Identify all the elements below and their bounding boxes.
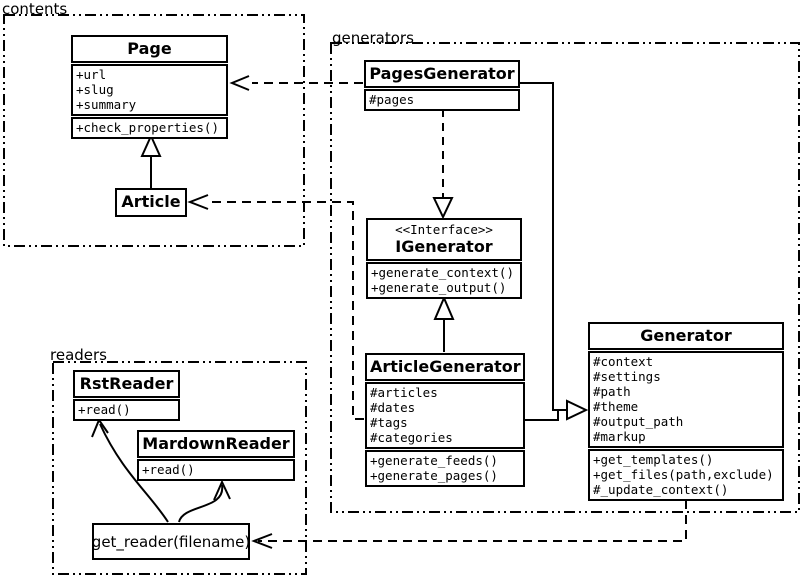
- class-igenerator-header: <<Interface>> IGenerator: [366, 218, 522, 261]
- class-pagesgenerator-title: PagesGenerator: [364, 60, 520, 88]
- class-page-methods: +check_properties(): [71, 117, 228, 139]
- class-attribute: #markup: [593, 429, 646, 444]
- class-method: +generate_pages(): [370, 468, 498, 483]
- dependency-generator-to-getreader-line: [258, 500, 687, 542]
- class-method: +check_properties(): [76, 120, 219, 135]
- package-frame-generators: [330, 42, 800, 513]
- realization-pagesgenerator-to-igenerator-triangle-icon: [432, 197, 454, 220]
- class-generator: Generator #context #settings #path #them…: [588, 322, 784, 501]
- class-page: Page +url +slug +summary +check_properti…: [71, 35, 228, 139]
- package-frame-readers: [52, 361, 307, 575]
- association-getreader-to-rstreader-line: [99, 423, 169, 523]
- inheritance-article-to-page-triangle-icon: [140, 133, 162, 157]
- class-mardownreader: MardownReader +read(): [137, 430, 295, 481]
- class-igenerator-stereotype: <<Interface>>: [395, 222, 493, 237]
- class-attribute: #categories: [370, 430, 453, 445]
- class-pagesgenerator-attributes: #pages: [364, 89, 520, 111]
- class-method: +read(): [142, 462, 195, 477]
- class-method: +generate_output(): [371, 280, 507, 295]
- class-rstreader-methods: +read(): [73, 399, 180, 421]
- package-label-readers: readers: [50, 346, 107, 364]
- function-box-get-reader: get_reader(filename): [92, 523, 250, 560]
- class-attribute: #path: [593, 384, 631, 399]
- dependency-articlegenerator-to-article-arrow-icon: [187, 194, 209, 210]
- inheritance-to-generator-triangle-icon: [566, 399, 589, 421]
- class-attribute: #articles: [370, 385, 438, 400]
- class-generator-title: Generator: [588, 322, 784, 350]
- class-attribute: #output_path: [593, 414, 684, 429]
- class-method: #_update_context(): [593, 482, 729, 497]
- class-mardownreader-title: MardownReader: [137, 430, 295, 458]
- class-igenerator-title: IGenerator: [395, 237, 493, 256]
- inheritance-articlegenerator-to-generator-line: [524, 410, 559, 421]
- class-mardownreader-methods: +read(): [137, 459, 295, 481]
- class-attribute: #settings: [593, 369, 661, 384]
- association-getreader-to-mardownreader-arrow-icon: [213, 479, 231, 501]
- class-article-title: Article: [115, 188, 187, 217]
- class-articlegenerator-attributes: #articles #dates #tags #categories: [365, 382, 525, 449]
- class-pagesgenerator: PagesGenerator #pages: [364, 60, 520, 111]
- class-attribute: #pages: [369, 92, 415, 107]
- class-attribute: +slug: [76, 82, 114, 97]
- class-generator-methods: +get_templates() +get_files(path,exclude…: [588, 449, 784, 501]
- dependency-articlegenerator-to-article-line: [211, 201, 364, 420]
- class-attribute: #theme: [593, 399, 639, 414]
- class-attribute: +summary: [76, 97, 137, 112]
- package-frame-contents: [3, 14, 305, 247]
- class-articlegenerator: ArticleGenerator #articles #dates #tags …: [365, 353, 525, 487]
- class-attribute: #tags: [370, 415, 408, 430]
- class-igenerator-methods: +generate_context() +generate_output(): [366, 262, 522, 299]
- class-rstreader: RstReader +read(): [73, 370, 180, 421]
- class-articlegenerator-methods: +generate_feeds() +generate_pages(): [365, 450, 525, 487]
- realization-articlegenerator-to-igenerator-triangle-icon: [433, 295, 455, 320]
- class-method: +get_templates(): [593, 452, 714, 467]
- class-attribute: +url: [76, 67, 107, 82]
- class-generator-attributes: #context #settings #path #theme #output_…: [588, 351, 784, 448]
- class-method: +get_files(path,exclude): [593, 467, 774, 482]
- class-method: +generate_feeds(): [370, 453, 498, 468]
- package-label-contents: contents: [2, 0, 68, 18]
- dependency-generator-to-getreader-arrow-icon: [251, 533, 273, 549]
- package-label-generators: generators: [332, 29, 414, 47]
- class-igenerator: <<Interface>> IGenerator +generate_conte…: [366, 218, 522, 299]
- class-articlegenerator-title: ArticleGenerator: [365, 353, 525, 381]
- class-rstreader-title: RstReader: [73, 370, 180, 398]
- inheritance-pagesgenerator-to-generator-line: [519, 82, 566, 411]
- class-method: +generate_context(): [371, 265, 514, 280]
- class-method: +read(): [78, 402, 131, 417]
- class-page-attributes: +url +slug +summary: [71, 64, 228, 116]
- class-article: Article: [115, 188, 187, 217]
- class-attribute: #context: [593, 354, 654, 369]
- class-attribute: #dates: [370, 400, 416, 415]
- association-getreader-to-mardownreader-line: [178, 484, 224, 523]
- dependency-pagesgenerator-to-page-arrow-icon: [229, 75, 250, 91]
- class-page-title: Page: [71, 35, 228, 63]
